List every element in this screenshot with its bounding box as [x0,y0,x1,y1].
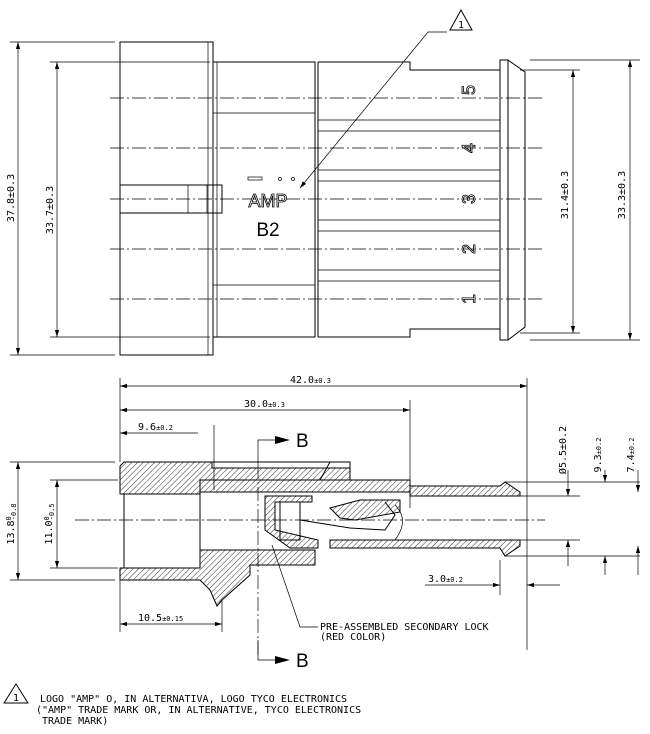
cavity-number-5: 5 [459,85,479,95]
flange [119,41,214,356]
dim-inner-dia: 11.00-0.5 [43,503,56,544]
dim-outer-height: 37.8±0.3 [6,174,17,222]
footnote-mark: 1 [13,693,19,704]
section-view: 42.0±0.3 30.0±0.3 9.6±0.2 B B 13.80-0.8 … [5,375,641,672]
dim-tube-outer: 7.4±0.2 [626,438,637,473]
dim-barb-length: 3.0±0.2 [428,574,463,585]
section-label-top: B [296,431,309,452]
amp-logo: AMP [248,191,287,211]
callout-red-color: (RED COLOR) [320,632,386,643]
secondary-lock [264,495,319,549]
tube-wall-top [409,481,521,497]
revision-triangle-icon [3,683,29,704]
dim-body-height: 33.7±0.3 [45,186,56,234]
tube-wall-bottom [329,539,521,557]
dim-body-length: 30.0±0.3 [244,399,285,410]
section-label-bottom: B [296,651,309,672]
dim-shoulder-length: 10.5±0.15 [138,613,183,624]
dim-cap-height: 33.3±0.3 [617,171,628,219]
cavity-number-3: 3 [459,194,479,204]
footnote-line-3: TRADE MARK) [42,716,108,727]
cavity-number-1: 1 [459,294,479,304]
part-code: B2 [256,220,279,241]
dim-total-length: 42.0±0.3 [290,375,331,386]
dim-barb-dia: 9.3±0.2 [593,438,604,473]
dim-tube-dia: Ø5.5±0.2 [557,426,569,474]
top-view: 5 4 3 2 1 AMP B2 1 37.8±0.3 33.7±0.3 31.… [6,8,640,356]
revision-mark: 1 [458,20,464,31]
footnote: 1 LOGO "AMP" O, IN ALTERNATIVA, LOGO TYC… [3,683,361,727]
cavity [123,493,201,569]
contact-section [314,61,500,338]
footnote-line-1: LOGO "AMP" O, IN ALTERNATIVA, LOGO TYCO … [40,694,347,705]
dim-flange-length: 9.6±0.2 [138,422,173,433]
revision-triangle-icon [449,8,473,31]
cavity-number-4: 4 [459,143,479,153]
cap [499,59,526,341]
footnote-line-2: ("AMP" TRADE MARK OR, IN ALTERNATIVE, TY… [36,705,361,716]
dim-outer-dia: 13.80-0.8 [5,503,18,544]
callout-secondary-lock: PRE-ASSEMBLED SECONDARY LOCK [320,622,489,633]
housing-wall-bottom [119,549,316,607]
cavity-number-2: 2 [459,244,479,254]
dim-contact-span: 31.4±0.3 [560,171,571,219]
